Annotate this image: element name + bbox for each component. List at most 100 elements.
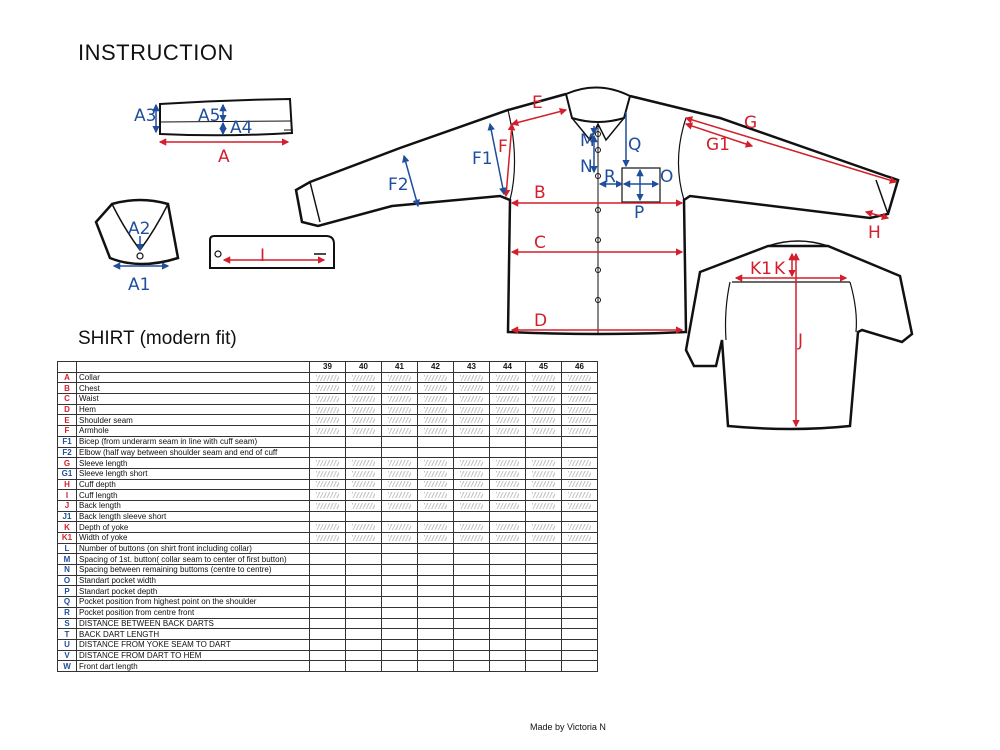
size-cell	[381, 393, 418, 405]
handwritten-value	[496, 427, 519, 434]
handwritten-value	[460, 534, 483, 541]
size-cell	[525, 393, 562, 405]
size-cell	[345, 617, 382, 630]
size-cell	[345, 499, 382, 512]
size-cell	[453, 414, 490, 427]
row-code: P	[57, 585, 77, 598]
label-K: K	[774, 259, 786, 279]
size-cell	[381, 542, 418, 555]
row-code: L	[57, 542, 77, 555]
size-cell	[561, 564, 598, 576]
size-cell	[417, 606, 454, 619]
size-cell	[525, 414, 562, 427]
row-description: Cuff depth	[76, 478, 310, 491]
handwritten-value	[496, 502, 519, 509]
size-cell	[489, 467, 526, 480]
handwritten-value	[424, 502, 447, 509]
description-header	[76, 361, 310, 373]
size-cell	[525, 371, 562, 384]
size-cell	[417, 489, 454, 501]
size-cell	[309, 478, 346, 491]
handwritten-value	[352, 502, 375, 509]
row-description: Back length	[76, 499, 310, 512]
label-A5: A5	[198, 106, 220, 126]
size-cell	[489, 532, 526, 544]
handwritten-value	[532, 395, 555, 402]
size-cell	[525, 521, 562, 533]
handwritten-value	[316, 481, 339, 488]
size-cell	[525, 649, 562, 662]
handwritten-value	[532, 460, 555, 467]
size-cell	[489, 414, 526, 427]
row-code: F	[57, 425, 77, 437]
size-cell	[525, 617, 562, 630]
row-description: Shoulder seam	[76, 414, 310, 427]
size-cell	[417, 617, 454, 630]
row-description: Spacing between remaining buttoms (centr…	[76, 564, 310, 576]
size-cell	[345, 638, 382, 651]
size-cell	[345, 382, 382, 395]
handwritten-value	[568, 502, 591, 509]
author-credit: Made by Victoria N	[530, 722, 606, 732]
row-code: D	[57, 403, 77, 416]
handwritten-value	[568, 417, 591, 424]
size-cell	[525, 510, 562, 523]
size-cell	[345, 628, 382, 640]
row-description: Standart pocket width	[76, 574, 310, 587]
handwritten-value	[532, 502, 555, 509]
row-code: I	[57, 489, 77, 501]
handwritten-value	[460, 395, 483, 402]
handwritten-value	[532, 534, 555, 541]
size-cell	[417, 553, 454, 566]
label-C: C	[534, 233, 546, 253]
cuff-diagram	[209, 235, 335, 269]
label-Q: Q	[628, 135, 641, 155]
size-cell	[417, 521, 454, 533]
label-R: R	[604, 167, 616, 187]
size-cell	[309, 606, 346, 619]
size-cell	[381, 553, 418, 566]
size-cell	[453, 521, 490, 533]
handwritten-value	[352, 492, 375, 499]
handwritten-value	[496, 470, 519, 477]
size-cell	[309, 425, 346, 437]
row-code: G1	[57, 467, 77, 480]
size-cell	[345, 371, 382, 384]
size-cell	[345, 542, 382, 555]
row-code: J1	[57, 510, 77, 523]
handwritten-value	[388, 417, 411, 424]
size-cell	[381, 574, 418, 587]
size-cell	[345, 435, 382, 448]
size-cell	[453, 403, 490, 416]
size-cell	[525, 542, 562, 555]
size-cell	[561, 532, 598, 544]
handwritten-value	[460, 385, 483, 392]
handwritten-value	[424, 470, 447, 477]
label-F1: F1	[472, 149, 493, 169]
label-E: E	[532, 93, 543, 113]
size-cell	[309, 510, 346, 523]
row-description: Front dart length	[76, 660, 310, 672]
label-A3: A3	[134, 106, 156, 126]
size-cell	[417, 435, 454, 448]
size-cell	[561, 510, 598, 523]
size-cell	[561, 628, 598, 640]
label-A2: A2	[128, 219, 150, 239]
size-cell	[417, 532, 454, 544]
size-cell	[381, 532, 418, 544]
size-cell	[381, 425, 418, 437]
size-cell	[417, 510, 454, 523]
size-cell	[453, 638, 490, 651]
row-code: W	[57, 660, 77, 672]
size-cell	[489, 628, 526, 640]
size-cell	[561, 457, 598, 469]
size-cell	[525, 628, 562, 640]
size-cell	[309, 585, 346, 598]
row-code: S	[57, 617, 77, 630]
size-cell	[381, 371, 418, 384]
